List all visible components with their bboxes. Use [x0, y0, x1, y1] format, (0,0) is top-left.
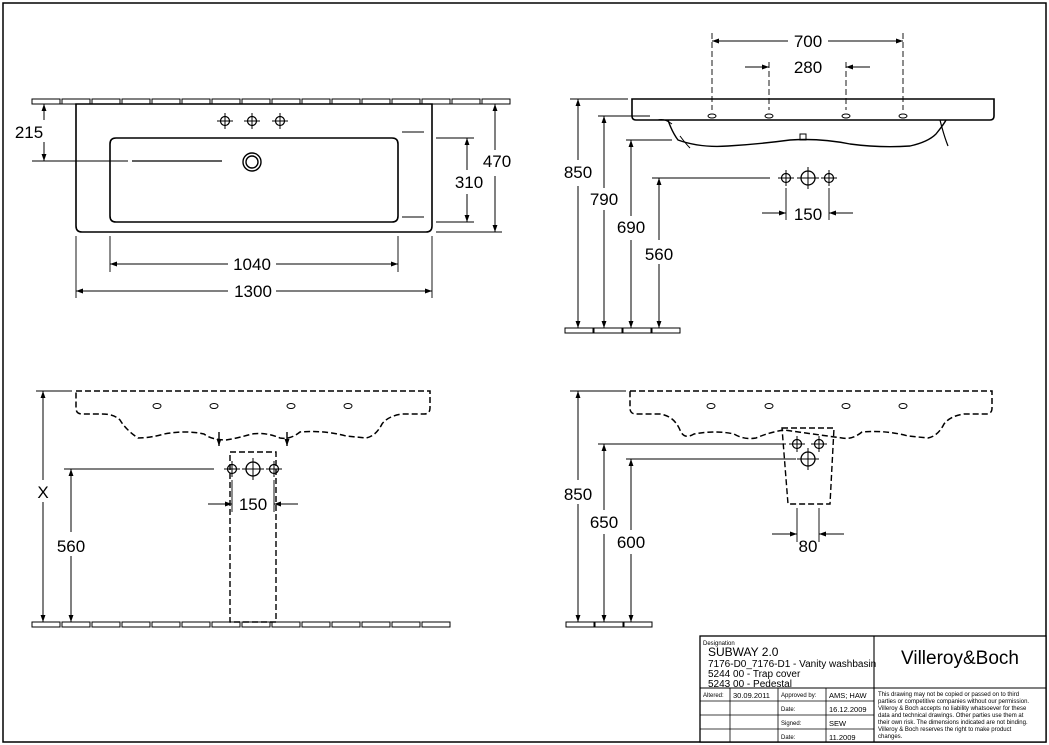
approved-label: Approved by: [781, 693, 817, 699]
svg-text:changes.: changes. [878, 734, 903, 740]
designation-label: Designation [703, 641, 735, 647]
dim-470: 470 [483, 152, 511, 171]
basin-front-dashed [629, 390, 993, 440]
dim-690: 690 [617, 218, 645, 237]
brand-logo: Villeroy&Boch [901, 648, 1019, 669]
dim-150: 150 [794, 205, 822, 224]
side-view: 700 280 850 790 690 560 [564, 32, 995, 334]
date-label: Date: [781, 735, 796, 741]
drain-outlet-icon [242, 458, 264, 480]
drain-hole [242, 152, 262, 172]
front-view-trap-cover: X 560 150 [31, 390, 451, 628]
basin-section-bottom [667, 119, 947, 148]
tap-hole-icon [243, 112, 261, 130]
connection-icon [820, 169, 838, 187]
dim-1300: 1300 [234, 282, 272, 301]
altered-date: 30.09.2011 [733, 691, 770, 700]
connection-icon [810, 435, 828, 453]
dim-700: 700 [794, 32, 822, 51]
product-name: SUBWAY 2.0 [708, 645, 779, 659]
drain-outlet-icon [797, 167, 819, 189]
svg-text:Villeroy & Boch accepts no lia: Villeroy & Boch accepts no liability wha… [878, 706, 1027, 712]
date-label: Date: [781, 707, 796, 713]
dim-850: 850 [564, 163, 592, 182]
title-block: Designation SUBWAY 2.0 7176-D0_7176-D1 -… [699, 635, 1047, 743]
tap-hole-icon [216, 112, 234, 130]
svg-text:parties or competitive compani: parties or competitive companies without… [878, 699, 1029, 705]
front-view-pedestal: 850 650 600 80 [564, 390, 993, 628]
dim-600: 600 [617, 533, 645, 552]
basin-outline [75, 103, 433, 233]
floor-line-front [31, 621, 451, 628]
connection-icon [777, 169, 795, 187]
dim-215: 215 [15, 123, 43, 142]
dim-280: 280 [794, 58, 822, 77]
signed-value: SEW [829, 719, 847, 728]
floor-line-pedestal [565, 621, 653, 628]
dim-150: 150 [239, 495, 267, 514]
dim-650: 650 [590, 513, 618, 532]
connection-icon [265, 460, 283, 478]
article-line-3: 5243 00 - Pedestal [708, 679, 792, 690]
pedestal-dashed [781, 427, 835, 505]
article-line-1: 7176-D0_7176-D1 - Vanity washbasin [708, 659, 876, 670]
floor-line-side [564, 327, 681, 334]
dim-310: 310 [455, 173, 483, 192]
dim-1040: 1040 [233, 255, 271, 274]
drain-outlet-icon [797, 448, 819, 470]
dim-560: 560 [57, 537, 85, 556]
dim-790: 790 [590, 190, 618, 209]
connection-icon [788, 435, 806, 453]
svg-text:This drawing may not be copied: This drawing may not be copied or passed… [878, 692, 1019, 698]
svg-text:Villeroy & Boch reserves the r: Villeroy & Boch reserves the right to ma… [878, 727, 1012, 733]
date-value: 11.2009 [829, 733, 856, 742]
connection-icon [223, 460, 241, 478]
basin-front-dashed [75, 390, 431, 441]
approved-value: AMS; HAW [829, 691, 868, 700]
article-line-2: 5244 00 - Trap cover [708, 669, 801, 680]
dim-80: 80 [799, 537, 818, 556]
disclaimer-text: This drawing may not be copied or passed… [878, 692, 1029, 740]
svg-text:data and technical drawings. O: data and technical drawings. Other parti… [878, 713, 1024, 719]
dim-560: 560 [645, 245, 673, 264]
date-value: 16.12.2009 [829, 705, 867, 714]
top-view: 215 470 310 1040 1300 [15, 98, 511, 301]
dim-850: 850 [564, 485, 592, 504]
tap-hole-icon [271, 112, 289, 130]
bowl-outline [109, 137, 399, 223]
svg-text:their own risk. The dimensions: their own risk. The dimensions indicated… [878, 720, 1028, 726]
signed-label: Signed: [781, 721, 802, 727]
altered-label: Altered: [703, 693, 724, 699]
dim-x: X [37, 483, 48, 502]
basin-section-top [631, 98, 995, 121]
